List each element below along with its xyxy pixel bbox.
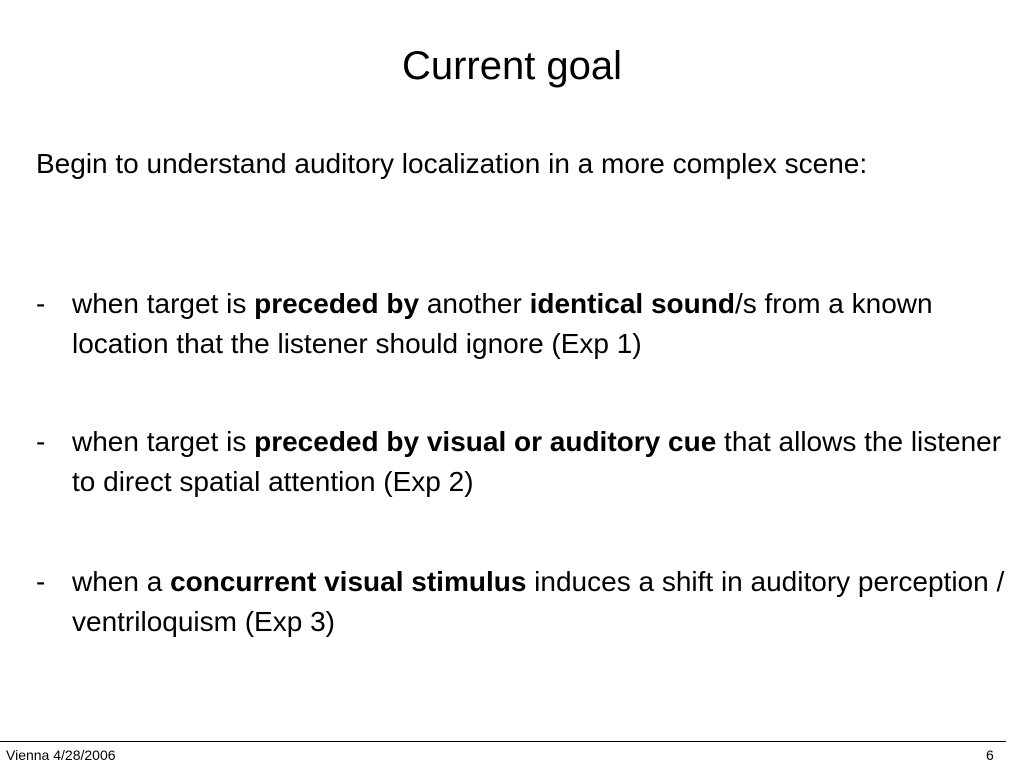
bullet-text: that allows the listener to direct spati… [72,426,1002,497]
page-number: 6 [986,747,994,763]
intro-paragraph: Begin to understand auditory localizatio… [36,148,868,179]
bullet-bold-text: preceded by [254,288,420,319]
bullet-item: - when target is preceded by another ide… [36,284,1024,364]
bullet-bold-text: concurrent visual stimulus [170,566,527,597]
bullet-text: /s from a known location that the listen… [72,288,933,359]
slide-title: Current goal [401,44,623,88]
bullet-text: when a [72,566,171,597]
bullet-text: when target is [72,426,255,457]
bullet-text: another [419,288,530,319]
bullet-marker: - [36,288,46,319]
bullet-marker: - [36,426,46,457]
bullet-bold-text: identical sound [529,288,735,319]
bullet-item: - when a concurrent visual stimulus indu… [36,562,1024,642]
bullet-text: induces a shift in auditory perception /… [72,566,1005,637]
footer-location-date: Vienna 4/28/2006 [6,747,116,763]
bullet-item: - when target is preceded by visual or a… [36,422,1024,502]
bullet-text: when target is [72,288,255,319]
footer-divider [0,741,1006,742]
bullet-marker: - [36,566,46,597]
bullet-bold-text: preceded by visual or auditory cue [254,426,717,457]
